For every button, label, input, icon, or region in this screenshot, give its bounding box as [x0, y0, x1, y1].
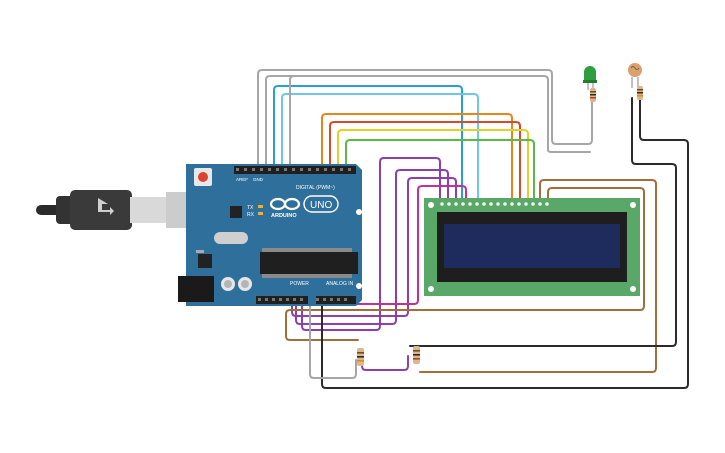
- wire-gray-led[interactable]: [257, 69, 593, 169]
- header-pin[interactable]: [316, 298, 319, 301]
- lcd-pin[interactable]: [545, 202, 549, 206]
- digital-label: DIGITAL (PWM~): [296, 185, 335, 191]
- header-pin[interactable]: [252, 168, 255, 171]
- lcd-pin[interactable]: [510, 202, 514, 206]
- header-pin[interactable]: [272, 298, 275, 301]
- wire-brown-1[interactable]: [419, 179, 657, 373]
- wire-purple-1[interactable]: [301, 157, 441, 331]
- wire-orange[interactable]: [321, 113, 513, 201]
- header-pin[interactable]: [276, 168, 279, 171]
- header-pin[interactable]: [344, 298, 347, 301]
- header-pin[interactable]: [265, 298, 268, 301]
- header-pin[interactable]: [258, 298, 261, 301]
- wire-blue-1[interactable]: [273, 85, 463, 201]
- led-resistor: [590, 88, 596, 102]
- header-pin[interactable]: [348, 168, 351, 171]
- lcd-pin[interactable]: [482, 202, 486, 206]
- header-pin[interactable]: [292, 168, 295, 171]
- lcd-pin[interactable]: [517, 202, 521, 206]
- power-jack: [178, 276, 214, 302]
- lcd-pin[interactable]: [454, 202, 458, 206]
- arduino-logo-icon: [269, 197, 301, 211]
- svg-text:GND: GND: [253, 177, 264, 182]
- digital-pin-labels: AREF GND: [236, 177, 264, 182]
- header-pin[interactable]: [284, 168, 287, 171]
- wire-black-1[interactable]: [321, 97, 689, 389]
- lcd-pin[interactable]: [468, 202, 472, 206]
- wire-magenta[interactable]: [299, 185, 467, 305]
- wire-purple-low[interactable]: [361, 355, 409, 371]
- header-pin[interactable]: [332, 168, 335, 171]
- svg-text:AREF: AREF: [236, 177, 248, 182]
- header-pin[interactable]: [300, 298, 303, 301]
- wire-gray-3[interactable]: [289, 75, 295, 169]
- header-pin[interactable]: [300, 168, 303, 171]
- usb-cable[interactable]: [36, 190, 188, 230]
- wire-gray-led-2[interactable]: [265, 75, 591, 169]
- wires: [257, 69, 689, 389]
- header-pin[interactable]: [268, 168, 271, 171]
- header-pin[interactable]: [340, 168, 343, 171]
- header-pin[interactable]: [337, 298, 340, 301]
- arduino-logo-text: ARDUINO: [271, 213, 297, 219]
- wire-yellow[interactable]: [337, 129, 529, 201]
- wire-blue-2[interactable]: [281, 93, 479, 201]
- wire-brown-2[interactable]: [285, 187, 645, 341]
- lcd-pin[interactable]: [503, 202, 507, 206]
- resistor-2[interactable]: [413, 346, 420, 364]
- lcd-pin[interactable]: [440, 202, 444, 206]
- lcd-pins: [440, 202, 549, 206]
- atmega-chip: [260, 252, 358, 274]
- header-pin[interactable]: [244, 168, 247, 171]
- header-pin[interactable]: [236, 168, 239, 171]
- sensor-trace-icon: [630, 66, 640, 70]
- header-pin[interactable]: [279, 298, 282, 301]
- led-green[interactable]: [583, 66, 597, 102]
- digital-pins: [236, 168, 351, 301]
- header-pin[interactable]: [323, 298, 326, 301]
- arduino-uno-board[interactable]: AREF GND DIGITAL (PWM~) TX RX ARDUINO UN…: [178, 164, 362, 306]
- wire-red[interactable]: [329, 121, 521, 201]
- wire-purple-2[interactable]: [295, 169, 449, 325]
- wire-green[interactable]: [345, 139, 535, 201]
- wire-black-2[interactable]: [409, 97, 677, 347]
- wire-gray-lower[interactable]: [309, 297, 357, 379]
- header-pin[interactable]: [260, 168, 263, 171]
- usb-chip: [230, 206, 242, 218]
- model-label: UNO: [310, 200, 332, 211]
- photoresistor[interactable]: [628, 63, 643, 100]
- resistor-1[interactable]: [357, 348, 364, 366]
- header-pin[interactable]: [324, 168, 327, 171]
- lcd-pin[interactable]: [524, 202, 528, 206]
- crystal: [214, 232, 248, 244]
- header-pin[interactable]: [308, 168, 311, 171]
- lcd-pin[interactable]: [461, 202, 465, 206]
- lcd-pin[interactable]: [531, 202, 535, 206]
- header-pin[interactable]: [286, 298, 289, 301]
- voltage-regulator: [198, 254, 212, 268]
- analog-label: ANALOG IN: [326, 281, 354, 287]
- header-pin[interactable]: [293, 298, 296, 301]
- header-pin[interactable]: [316, 168, 319, 171]
- lcd-pin[interactable]: [489, 202, 493, 206]
- lcd-pin[interactable]: [496, 202, 500, 206]
- power-label: POWER: [290, 281, 309, 287]
- sensor-resistor: [637, 86, 643, 100]
- lcd-pin[interactable]: [538, 202, 542, 206]
- rx-label: RX: [247, 212, 255, 218]
- usb-icon: [98, 198, 114, 215]
- lcd-pin[interactable]: [447, 202, 451, 206]
- tx-label: TX: [247, 205, 254, 211]
- lcd-16x2[interactable]: [424, 198, 640, 296]
- lcd-pin[interactable]: [475, 202, 479, 206]
- header-pin[interactable]: [330, 298, 333, 301]
- lcd-screen: [444, 224, 620, 268]
- wire-purple-3[interactable]: [291, 177, 457, 317]
- analog-header: [316, 296, 356, 304]
